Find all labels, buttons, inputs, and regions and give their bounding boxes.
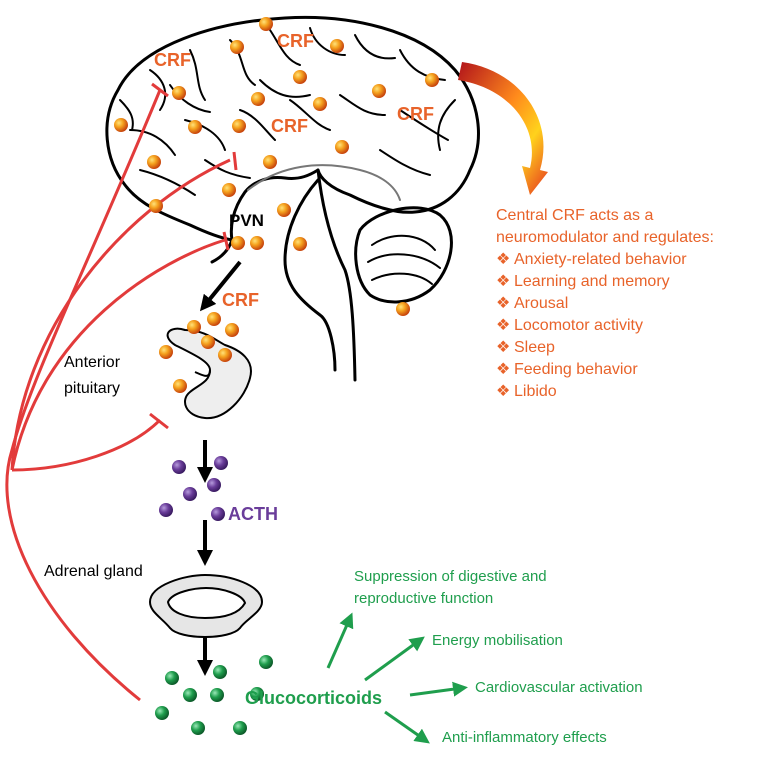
crf-molecule bbox=[188, 120, 202, 134]
acth-molecule bbox=[172, 460, 186, 474]
crf-molecule bbox=[335, 140, 349, 154]
cerebrum-outline bbox=[105, 15, 480, 242]
glucocorticoid-molecule bbox=[213, 665, 227, 679]
crf-molecule bbox=[207, 312, 221, 326]
central-crf-heading-line1: Central CRF acts as a bbox=[496, 207, 654, 224]
acth-molecule bbox=[211, 507, 225, 521]
effect-anti-inflammatory: Anti-inflammatory effects bbox=[442, 729, 607, 746]
crf-molecule bbox=[293, 237, 307, 251]
central-crf-effect-item: ❖Feeding behavior bbox=[496, 359, 687, 381]
bullet-icon: ❖ bbox=[496, 361, 511, 378]
crf-label-top-center: CRF bbox=[277, 31, 314, 51]
crf-label-right: CRF bbox=[397, 104, 434, 124]
acth-label: ACTH bbox=[228, 504, 278, 524]
crf-molecule bbox=[372, 84, 386, 98]
central-crf-effect-item: ❖Learning and memory bbox=[496, 271, 687, 293]
glucocorticoid-molecule bbox=[183, 688, 197, 702]
crf-molecule bbox=[313, 97, 327, 111]
crf-molecule bbox=[147, 155, 161, 169]
acth-molecule bbox=[207, 478, 221, 492]
anterior-pituitary-label-line1: Anterior bbox=[64, 354, 121, 371]
crf-molecule bbox=[225, 323, 239, 337]
crf-molecule bbox=[187, 320, 201, 334]
effect-energy-mobilisation: Energy mobilisation bbox=[432, 632, 563, 649]
central-crf-effect-label: Feeding behavior bbox=[514, 361, 638, 378]
acth-molecule bbox=[159, 503, 173, 517]
central-crf-effect-label: Sleep bbox=[514, 339, 555, 356]
adrenal-gland-label: Adrenal gland bbox=[44, 563, 143, 580]
bullet-icon: ❖ bbox=[496, 295, 511, 312]
central-crf-effect-label: Arousal bbox=[514, 295, 569, 312]
effect-digestive-line2: reproductive function bbox=[354, 590, 494, 607]
glucocorticoids-label: Glucocorticoids bbox=[245, 688, 383, 708]
central-crf-effect-item: ❖Libido bbox=[496, 381, 687, 403]
glucocorticoid-effect-arrows bbox=[326, 612, 468, 744]
crf-molecule bbox=[263, 155, 277, 169]
glucocorticoid-molecule bbox=[233, 721, 247, 735]
central-crf-heading-line2: neuromodulator and regulates: bbox=[496, 229, 714, 246]
glucocorticoid-molecules bbox=[155, 655, 273, 735]
crf-molecule bbox=[218, 348, 232, 362]
crf-molecule bbox=[159, 345, 173, 359]
crf-molecule bbox=[114, 118, 128, 132]
crf-molecule bbox=[222, 183, 236, 197]
central-crf-effect-label: Libido bbox=[514, 383, 557, 400]
crf-molecule bbox=[259, 17, 273, 31]
glucocorticoid-molecule bbox=[259, 655, 273, 669]
crf-molecule bbox=[277, 203, 291, 217]
bullet-icon: ❖ bbox=[496, 273, 511, 290]
central-crf-effect-item: ❖Arousal bbox=[496, 293, 687, 315]
crf-molecule bbox=[149, 199, 163, 213]
central-crf-effects-list: ❖Anxiety-related behavior❖Learning and m… bbox=[496, 249, 687, 403]
inhibitory-feedback-lines bbox=[5, 82, 238, 702]
bullet-icon: ❖ bbox=[496, 383, 511, 400]
central-crf-effect-item: ❖Locomotor activity bbox=[496, 315, 687, 337]
crf-molecule bbox=[293, 70, 307, 84]
acth-molecules bbox=[159, 456, 228, 521]
glucocorticoid-molecule bbox=[191, 721, 205, 735]
crf-molecule bbox=[201, 335, 215, 349]
central-crf-effect-label: Learning and memory bbox=[514, 273, 670, 290]
crf-molecule bbox=[231, 236, 245, 250]
brainstem-outline bbox=[316, 168, 357, 382]
glucocorticoid-molecule bbox=[250, 687, 264, 701]
anterior-pituitary-label-line2: pituitary bbox=[64, 380, 121, 397]
crf-molecule bbox=[250, 236, 264, 250]
adrenal-gland-icon bbox=[148, 573, 264, 638]
effect-cardiovascular: Cardiovascular activation bbox=[475, 679, 643, 696]
crf-molecule bbox=[396, 302, 410, 316]
glucocorticoid-molecule bbox=[165, 671, 179, 685]
crf-molecule bbox=[330, 39, 344, 53]
brain-outline bbox=[105, 15, 480, 382]
acth-molecule bbox=[214, 456, 228, 470]
crf-label-middle: CRF bbox=[271, 116, 308, 136]
crf-molecule bbox=[173, 379, 187, 393]
cerebellum-outline bbox=[354, 206, 453, 304]
crf-molecule bbox=[425, 73, 439, 87]
axis-arrows bbox=[197, 260, 242, 676]
bullet-icon: ❖ bbox=[496, 317, 511, 334]
crf-molecule bbox=[230, 40, 244, 54]
effect-digestive-line1: Suppression of digestive and bbox=[354, 568, 547, 585]
bullet-icon: ❖ bbox=[496, 339, 511, 356]
central-crf-effect-item: ❖Sleep bbox=[496, 337, 687, 359]
crf-molecules bbox=[114, 17, 439, 393]
crf-molecule bbox=[172, 86, 186, 100]
glucocorticoid-molecule bbox=[210, 688, 224, 702]
bullet-icon: ❖ bbox=[496, 251, 511, 268]
acth-molecule bbox=[183, 487, 197, 501]
curved-gradient-arrow-icon bbox=[458, 62, 548, 195]
crf-molecule bbox=[232, 119, 246, 133]
pvn-label: PVN bbox=[229, 211, 264, 230]
central-crf-effect-label: Anxiety-related behavior bbox=[514, 251, 687, 268]
central-crf-effect-label: Locomotor activity bbox=[514, 317, 643, 334]
crf-label-pituitary: CRF bbox=[222, 290, 259, 310]
crf-label-top-left: CRF bbox=[154, 50, 191, 70]
glucocorticoid-molecule bbox=[155, 706, 169, 720]
crf-molecule bbox=[251, 92, 265, 106]
central-crf-effect-item: ❖Anxiety-related behavior bbox=[496, 249, 687, 271]
